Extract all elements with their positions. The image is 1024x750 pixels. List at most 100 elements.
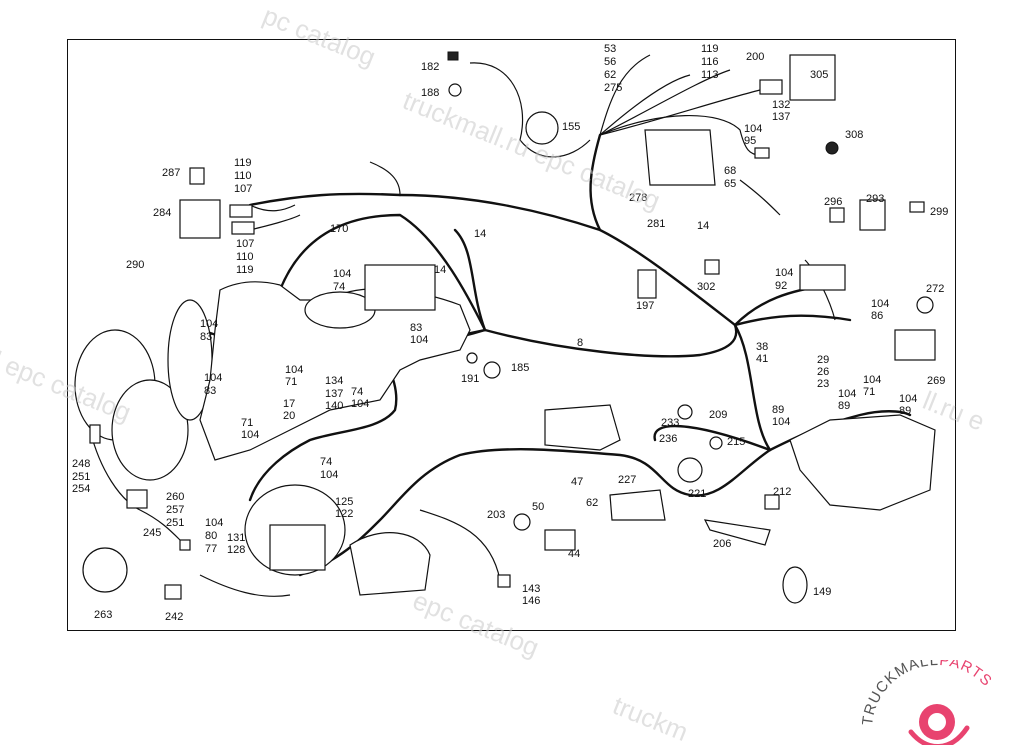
part-number-label: 14	[474, 228, 486, 240]
part-number-label: 209	[709, 409, 727, 421]
part-number-label: 47	[571, 476, 583, 488]
part-number-label: 293	[866, 193, 884, 205]
part-number-label: 104	[241, 429, 259, 441]
part-number-label: 83	[200, 331, 212, 343]
part-number-label: 74	[351, 386, 363, 398]
part-number-label: 110	[234, 170, 252, 182]
part-number-label: 233	[661, 417, 679, 429]
part-number-label: 113	[701, 69, 719, 81]
part-number-label: 95	[744, 135, 756, 147]
part-number-label: 104	[285, 364, 303, 376]
part-number-label: 122	[335, 508, 353, 520]
part-number-label: 254	[72, 483, 90, 495]
part-number-label: 185	[511, 362, 529, 374]
components	[74, 51, 936, 604]
part-number-label: 143	[522, 583, 540, 595]
part-number-label: 299	[930, 206, 948, 218]
part-number-label: 104	[204, 372, 222, 384]
part-number-label: 74	[320, 456, 332, 468]
part-number-label: 287	[162, 167, 180, 179]
part-number-label: 221	[688, 488, 706, 500]
part-number-label: 119	[701, 43, 719, 55]
part-number-label: 104	[200, 318, 218, 330]
part-number-label: 104	[320, 469, 338, 481]
part-number-label: 128	[227, 544, 245, 556]
part-number-label: 104	[351, 398, 369, 410]
part-number-label: 191	[461, 373, 479, 385]
diagram-frame	[67, 39, 956, 631]
part-number-label: 107	[234, 183, 252, 195]
part-number-label: 257	[166, 504, 184, 516]
part-number-label: 86	[871, 310, 883, 322]
part-number-label: 23	[817, 378, 829, 390]
part-number-label: 41	[756, 353, 768, 365]
part-number-label: 305	[810, 69, 828, 81]
part-number-label: 104	[838, 388, 856, 400]
part-number-label: 14	[697, 220, 709, 232]
part-number-label: 44	[568, 548, 580, 560]
part-number-label: 92	[775, 280, 787, 292]
part-number-label: 89	[838, 400, 850, 412]
part-number-label: 104	[744, 123, 762, 135]
part-number-label: 290	[126, 259, 144, 271]
part-number-label: 251	[166, 517, 184, 529]
part-number-label: 50	[532, 501, 544, 513]
part-number-label: 17	[283, 398, 295, 410]
part-number-label: 182	[421, 61, 439, 73]
part-number-label: 149	[813, 586, 831, 598]
part-number-label: 260	[166, 491, 184, 503]
part-number-label: 89	[899, 405, 911, 417]
part-number-label: 155	[562, 121, 580, 133]
part-number-label: 119	[234, 157, 252, 169]
part-number-label: 302	[697, 281, 715, 293]
part-number-label: 146	[522, 595, 540, 607]
part-number-label: 137	[325, 388, 343, 400]
part-number-label: 20	[283, 410, 295, 422]
part-number-label: 65	[724, 178, 736, 190]
part-number-label: 104	[205, 517, 223, 529]
part-number-label: 269	[927, 375, 945, 387]
part-number-label: 263	[94, 609, 112, 621]
part-number-label: 125	[335, 496, 353, 508]
part-number-label: 116	[701, 56, 719, 68]
part-number-label: 245	[143, 527, 161, 539]
part-number-label: 83	[410, 322, 422, 334]
part-number-label: 212	[773, 486, 791, 498]
part-number-label: 272	[926, 283, 944, 295]
part-number-label: 275	[604, 82, 622, 94]
part-number-label: 242	[165, 611, 183, 623]
gear-icon	[908, 704, 970, 745]
part-number-label: 119	[236, 264, 254, 276]
part-number-label: 296	[824, 196, 842, 208]
part-number-label: 107	[236, 238, 254, 250]
part-number-label: 251	[72, 471, 90, 483]
part-number-label: 71	[863, 386, 875, 398]
part-number-label: 89	[772, 404, 784, 416]
part-number-label: 68	[724, 165, 736, 177]
part-number-label: 74	[333, 281, 345, 293]
part-number-label: 104	[772, 416, 790, 428]
part-number-label: 132	[772, 99, 790, 111]
part-number-label: 53	[604, 43, 616, 55]
part-number-label: 26	[817, 366, 829, 378]
part-number-label: 62	[604, 69, 616, 81]
part-number-label: 83	[204, 385, 216, 397]
part-number-label: 71	[285, 376, 297, 388]
part-number-label: 8	[577, 337, 583, 349]
part-number-label: 131	[227, 532, 245, 544]
part-number-label: 104	[863, 374, 881, 386]
part-number-label: 281	[647, 218, 665, 230]
part-number-label: 137	[772, 111, 790, 123]
part-number-label: 308	[845, 129, 863, 141]
part-number-label: 188	[421, 87, 439, 99]
part-number-label: 278	[629, 192, 647, 204]
part-number-label: 200	[746, 51, 764, 63]
truckmall-parts-logo: TRUCKMALLPARTS	[862, 660, 994, 745]
part-number-label: 110	[236, 251, 254, 263]
part-number-label: 104	[775, 267, 793, 279]
part-number-label: 206	[713, 538, 731, 550]
part-number-label: 80	[205, 530, 217, 542]
part-number-label: 62	[586, 497, 598, 509]
part-number-label: 170	[330, 223, 348, 235]
